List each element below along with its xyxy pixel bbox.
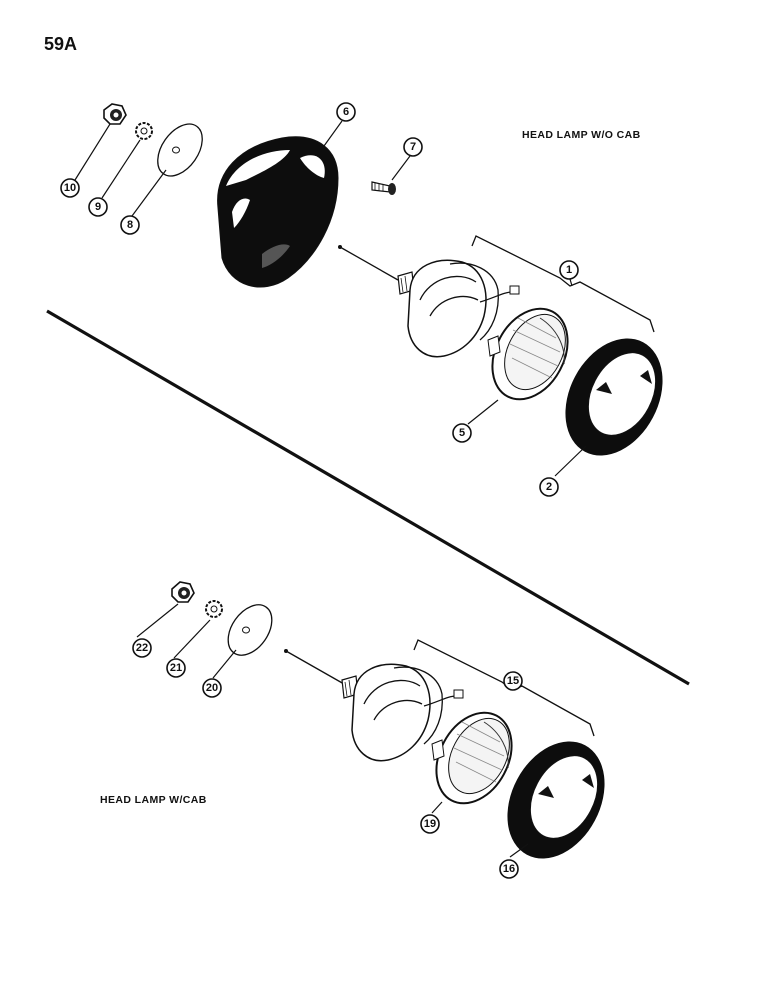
callout-16: 16 <box>499 859 519 879</box>
retaining-ring-part-2 <box>565 338 663 456</box>
svg-text:20: 20 <box>206 682 218 694</box>
svg-text:15: 15 <box>507 675 519 687</box>
svg-text:22: 22 <box>136 642 148 654</box>
svg-text:9: 9 <box>95 201 101 213</box>
section-divider <box>46 309 690 686</box>
retaining-ring-part-16 <box>507 741 605 859</box>
svg-text:5: 5 <box>459 427 465 439</box>
caption-head-lamp-with-cab: HEAD LAMP W/CAB <box>100 794 207 806</box>
svg-text:10: 10 <box>64 182 76 194</box>
callout-8: 8 <box>120 215 140 235</box>
mounting-bracket-upper <box>338 245 520 358</box>
page-number: 59A <box>44 34 77 54</box>
nut-part-10 <box>103 103 127 125</box>
screw-part-7 <box>371 181 396 195</box>
callout-22: 22 <box>132 638 152 658</box>
lamp-housing-part-6 <box>217 136 339 288</box>
caption-head-lamp-without-cab: HEAD LAMP W/O CAB <box>522 129 641 141</box>
callout-15: 15 <box>503 671 523 691</box>
sealed-beam-part-19 <box>431 711 513 805</box>
mounting-bracket-lower <box>284 649 464 762</box>
flat-washer-part-8 <box>157 123 203 177</box>
callout-10: 10 <box>60 178 80 198</box>
callout-1: 1 <box>559 260 579 280</box>
flat-washer-part-20 <box>227 604 273 656</box>
callout-21: 21 <box>166 658 186 678</box>
callout-20: 20 <box>202 678 222 698</box>
svg-text:16: 16 <box>503 863 515 875</box>
svg-text:21: 21 <box>170 662 182 674</box>
callout-7: 7 <box>403 137 423 157</box>
lock-washer-part-9 <box>135 122 153 140</box>
callout-6: 6 <box>336 102 356 122</box>
svg-text:8: 8 <box>127 219 133 231</box>
bracket-group-1 <box>471 235 655 333</box>
leader-lines <box>74 120 587 858</box>
svg-text:19: 19 <box>424 818 436 830</box>
callout-5: 5 <box>452 423 472 443</box>
svg-text:7: 7 <box>410 141 416 153</box>
svg-text:6: 6 <box>343 106 349 118</box>
lock-washer-part-21 <box>205 600 223 618</box>
svg-text:2: 2 <box>546 481 552 493</box>
callout-19: 19 <box>420 814 440 834</box>
svg-text:1: 1 <box>566 264 572 276</box>
callout-9: 9 <box>88 197 108 217</box>
sealed-beam-part-5 <box>487 307 569 401</box>
callout-2: 2 <box>539 477 559 497</box>
nut-part-22 <box>171 581 195 603</box>
